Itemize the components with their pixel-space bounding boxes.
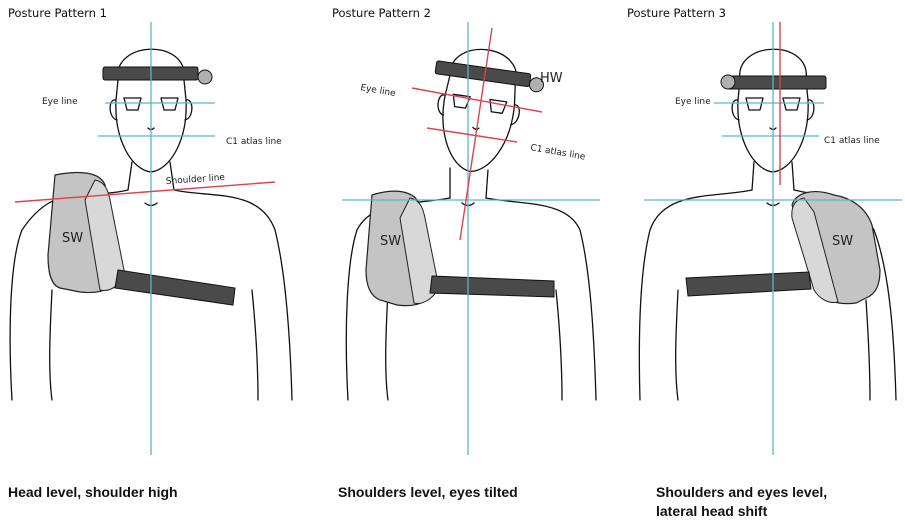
panel-caption: Shoulders and eyes level, lateral head s… (656, 483, 905, 521)
panel-caption-line-2: lateral head shift (656, 502, 905, 521)
sw-label: SW (380, 234, 401, 249)
c1-atlas-line-label: C1 atlas line (529, 143, 586, 163)
head-weight-band (726, 76, 826, 89)
sw-label: SW (62, 231, 83, 246)
left-arm-inner (50, 290, 52, 400)
eye-line-label: Eye line (42, 97, 78, 107)
panel-caption: Head level, shoulder high (8, 483, 178, 502)
c1-atlas-line-label: C1 atlas line (824, 136, 880, 146)
eye-line (412, 88, 542, 112)
posture-figure-3: Eye line C1 atlas line SW (604, 0, 905, 470)
posture-figure-1: Eye line C1 atlas line Shoulder line SW (0, 0, 302, 470)
right-shoulder-outline (486, 198, 596, 400)
eye-line-label: Eye line (359, 83, 396, 99)
left-eye (746, 98, 763, 110)
right-arm-inner (866, 300, 870, 400)
left-arm-inner (676, 290, 678, 400)
chest-strap (430, 276, 554, 297)
nose (473, 127, 479, 129)
posture-pattern-3-panel: Posture Pattern 3 Eye line C1 atlas line… (604, 0, 905, 528)
right-eye (488, 99, 507, 113)
posture-figure-2: Eye line C1 atlas line HW SW (302, 0, 604, 470)
shoulder-line-label: Shoulder line (166, 173, 226, 187)
right-arm-inner (252, 290, 258, 400)
chest-strap (115, 270, 235, 305)
eye-line-label: Eye line (675, 97, 711, 107)
posture-pattern-1-panel: Posture Pattern 1 Eye line C1 atlas lin (0, 0, 302, 528)
chest-strap (686, 272, 811, 296)
right-eye (783, 98, 800, 110)
left-eye (124, 98, 141, 110)
panel-caption: Shoulders level, eyes tilted (338, 483, 518, 502)
hw-label: HW (540, 71, 563, 86)
c1-atlas-line-label: C1 atlas line (226, 137, 282, 147)
head-weight-band (435, 61, 531, 87)
head-weight-knob (198, 70, 212, 84)
right-arm-inner (556, 290, 562, 400)
left-arm-inner (386, 290, 388, 400)
right-eye (161, 98, 178, 110)
panel-caption-line-1: Shoulders and eyes level, (656, 483, 905, 502)
head-weight-knob (721, 75, 735, 89)
sw-label: SW (832, 234, 853, 249)
c1-atlas-line (427, 128, 517, 142)
posture-pattern-2-panel: Posture Pattern 2 Eye line C1 atlas line… (302, 0, 604, 528)
